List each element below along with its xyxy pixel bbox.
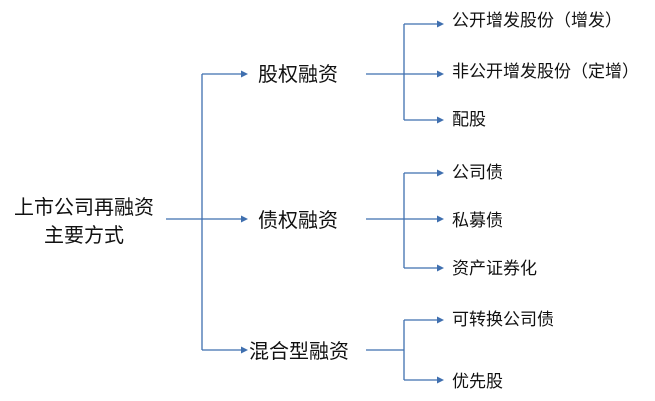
root-label-line1: 上市公司再融资 <box>14 195 154 219</box>
branch-arrow-2 <box>241 346 248 354</box>
leaf-private-placement: 非公开增发股份（定增） <box>452 62 639 82</box>
leaf-public-offering: 公开增发股份（增发） <box>452 11 622 31</box>
leaf-arrow-1-2 <box>437 264 444 272</box>
leaf-arrow-2-1 <box>437 376 444 384</box>
leaf-arrow-0-1 <box>437 70 444 78</box>
leaf-private-bond: 私募债 <box>452 211 503 231</box>
branch-node-equity: 股权融资 <box>258 62 338 86</box>
leaf-rights-issue: 配股 <box>452 110 486 130</box>
root-label-line2: 主要方式 <box>44 223 124 247</box>
leaf-arrow-0-0 <box>437 20 444 28</box>
root-node: 上市公司再融资 主要方式 <box>6 193 162 249</box>
leaf-arrow-0-2 <box>437 116 444 124</box>
leaf-arrow-1-0 <box>437 169 444 177</box>
leaf-arrow-2-0 <box>437 316 444 324</box>
branch-arrow-0 <box>241 70 248 78</box>
branch-node-debt: 债权融资 <box>258 208 338 232</box>
leaf-arrow-1-1 <box>437 215 444 223</box>
branch-node-hybrid: 混合型融资 <box>249 339 349 363</box>
leaf-preferred-stock: 优先股 <box>452 372 503 392</box>
leaf-corporate-bond: 公司债 <box>452 163 503 183</box>
leaf-securitization: 资产证券化 <box>452 259 537 279</box>
branch-arrow-1 <box>241 215 248 223</box>
leaf-convertible-bond: 可转换公司债 <box>452 310 554 330</box>
